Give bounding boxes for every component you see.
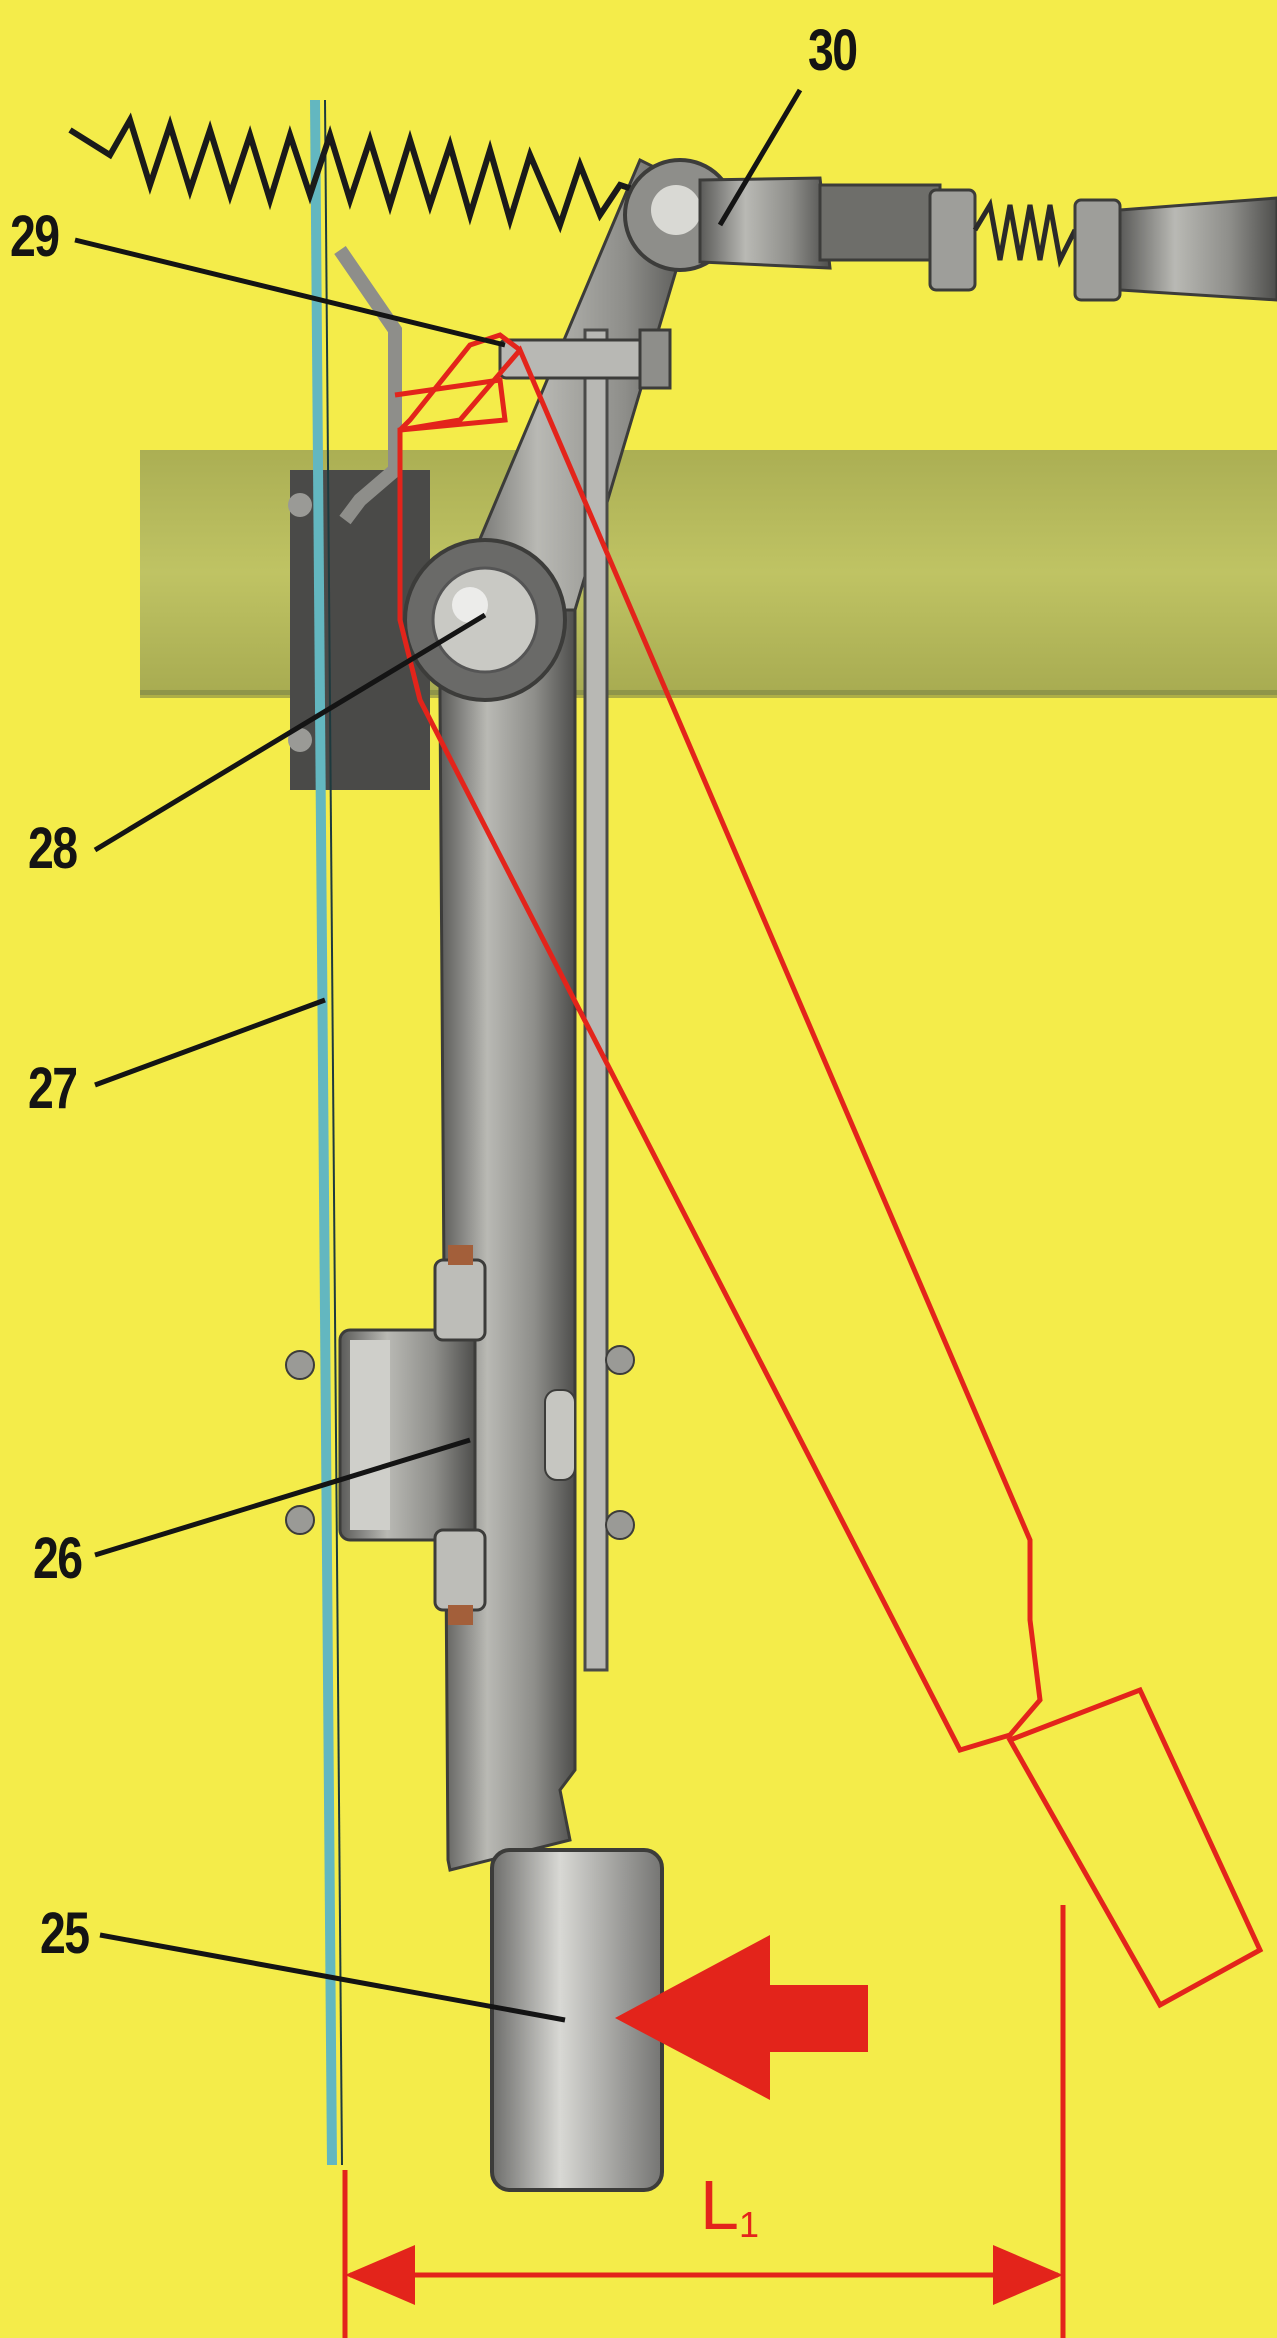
- leader-29: [74, 237, 506, 348]
- leader-lines: [74, 88, 803, 2023]
- dimension-subscript: 1: [738, 2204, 759, 2245]
- pressed-position-outline: [394, 332, 1264, 2009]
- return-spring: [68, 112, 651, 234]
- leader-28: [93, 612, 487, 853]
- adjusting-bolt: [498, 328, 672, 390]
- leader-30: [717, 88, 803, 227]
- push-rod-blue: [310, 99, 337, 2166]
- callout-27: 27: [28, 1056, 78, 1121]
- dimension-label-l1: L1: [700, 2170, 759, 2243]
- leader-25: [99, 1932, 566, 2023]
- dimension-letter: L: [700, 2166, 739, 2244]
- force-arrow: [615, 1935, 868, 2100]
- pedal-lever: [438, 538, 577, 1872]
- clevis-fork: [623, 158, 1277, 302]
- callout-26: 26: [33, 1526, 83, 1591]
- callout-28: 28: [28, 816, 78, 881]
- lever-side-plate: [583, 328, 609, 1672]
- clamp-block: [285, 1245, 635, 1625]
- leader-26: [94, 1437, 471, 1558]
- callout-29: 29: [10, 204, 60, 269]
- callout-30: 30: [808, 18, 858, 83]
- leader-27: [94, 997, 326, 1088]
- callout-25: 25: [40, 1901, 90, 1966]
